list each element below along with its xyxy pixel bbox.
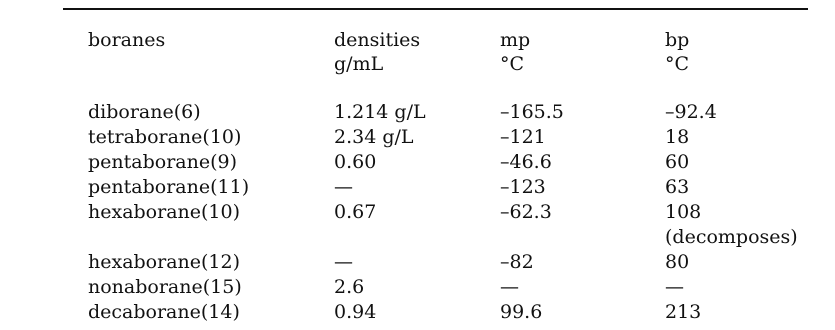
bp-value: 18 bbox=[665, 126, 690, 148]
mp-value: –46.6 bbox=[500, 151, 552, 173]
borane-name: hexaborane(12) bbox=[88, 251, 241, 273]
mp-value: –62.3 bbox=[500, 201, 552, 223]
density-value: — bbox=[334, 251, 353, 273]
borane-name: decaborane(14) bbox=[88, 301, 240, 323]
mp-value: — bbox=[500, 276, 519, 298]
density-value: 0.94 bbox=[334, 301, 377, 323]
density-value: 0.67 bbox=[334, 201, 377, 223]
table-row: decaborane(14) 0.94 99.6 213 bbox=[0, 300, 835, 325]
bp-value: 60 bbox=[665, 151, 690, 173]
table-row: pentaborane(11) — –123 63 bbox=[0, 175, 835, 200]
mp-value: 99.6 bbox=[500, 301, 543, 323]
table-row: nonaborane(15) 2.6 — — bbox=[0, 275, 835, 300]
header-mp: mp bbox=[500, 29, 531, 51]
mp-value: –165.5 bbox=[500, 101, 564, 123]
borane-name: pentaborane(11) bbox=[88, 176, 250, 198]
borane-name: diborane(6) bbox=[88, 101, 201, 123]
bp-value: 213 bbox=[665, 301, 702, 323]
header-mp-unit: °C bbox=[500, 53, 525, 75]
mp-value: –121 bbox=[500, 126, 546, 148]
density-value: 0.60 bbox=[334, 151, 377, 173]
mp-value: –82 bbox=[500, 251, 534, 273]
bp-value: 80 bbox=[665, 251, 690, 273]
density-value: 1.214 g/L bbox=[334, 101, 426, 123]
borane-name: nonaborane(15) bbox=[88, 276, 242, 298]
bp-note: (decomposes) bbox=[665, 226, 798, 248]
table-row: tetraborane(10) 2.34 g/L –121 18 bbox=[0, 125, 835, 150]
mp-value: –123 bbox=[500, 176, 546, 198]
table-row: pentaborane(9) 0.60 –46.6 60 bbox=[0, 150, 835, 175]
header-boranes: boranes bbox=[88, 29, 166, 51]
table-row: hexaborane(10) 0.67 –62.3 108 (decompose… bbox=[0, 200, 835, 250]
bp-value: — bbox=[665, 276, 684, 298]
borane-name: tetraborane(10) bbox=[88, 126, 242, 148]
bp-value: –92.4 bbox=[665, 101, 717, 123]
borane-name: hexaborane(10) bbox=[88, 201, 241, 223]
table-row: hexaborane(12) — –82 80 bbox=[0, 250, 835, 275]
bp-value: 63 bbox=[665, 176, 690, 198]
boranes-table-body: diborane(6) 1.214 g/L –165.5 –92.4 tetra… bbox=[0, 100, 835, 325]
table-top-rule bbox=[63, 8, 808, 10]
header-densities: densities bbox=[334, 29, 421, 51]
header-bp-unit: °C bbox=[665, 53, 690, 75]
bp-value: 108 bbox=[665, 201, 702, 223]
density-value: 2.34 g/L bbox=[334, 126, 414, 148]
header-bp: bp bbox=[665, 29, 690, 51]
density-value: — bbox=[334, 176, 353, 198]
header-densities-unit: g/mL bbox=[334, 53, 384, 75]
bp-cell: 108 (decomposes) bbox=[665, 200, 798, 250]
density-value: 2.6 bbox=[334, 276, 365, 298]
borane-name: pentaborane(9) bbox=[88, 151, 238, 173]
table-row: diborane(6) 1.214 g/L –165.5 –92.4 bbox=[0, 100, 835, 125]
